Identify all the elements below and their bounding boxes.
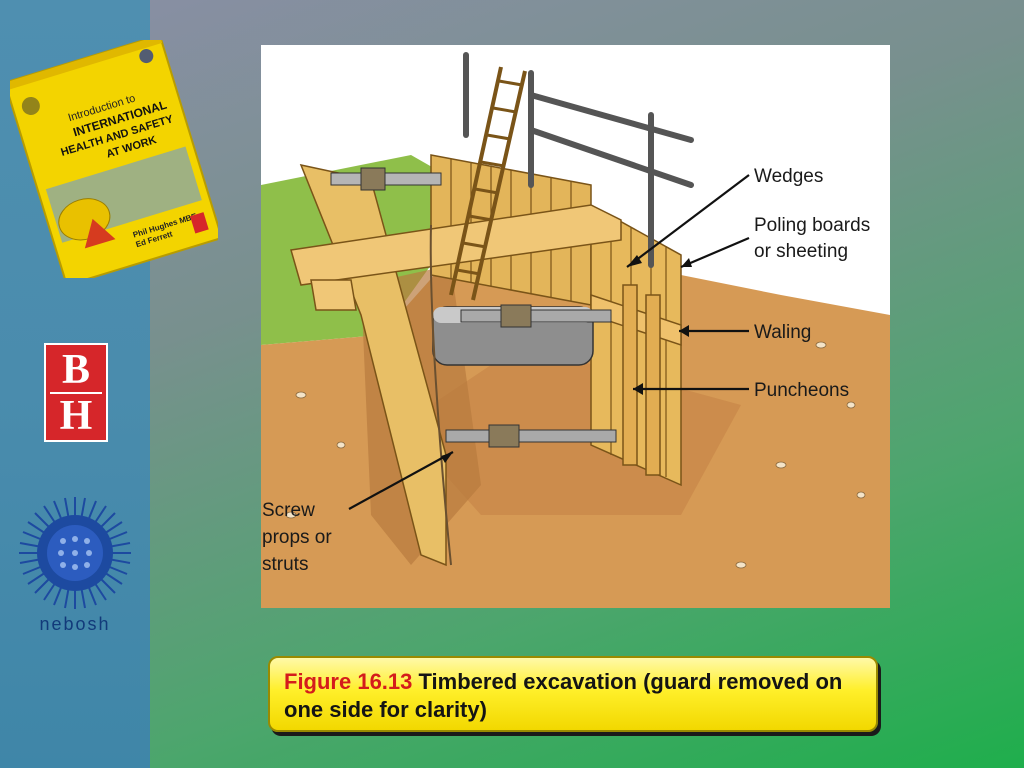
screw-prop-upper (460, 304, 612, 328)
ground-pebbles (285, 341, 866, 569)
bh-logo-letter-h: H (59, 393, 93, 439)
label-leader-lines (348, 174, 750, 510)
nebosh-logo-text: nebosh (39, 614, 111, 634)
label-screw-line1: Screw (262, 500, 315, 521)
label-waling: Waling (754, 322, 811, 343)
excavation-diagram: Wedges Poling boards or sheeting Waling … (261, 45, 890, 608)
figure-caption-text: Timbered excavation (guard removed on on… (284, 669, 843, 722)
kicker-board (310, 279, 357, 311)
puncheon-2 (645, 294, 661, 476)
nebosh-logo-icon (18, 496, 132, 636)
label-screw-line2: props or (262, 527, 332, 548)
label-poling-line2: or sheeting (754, 241, 848, 262)
bh-logo-letter-b: B (61, 347, 90, 393)
guard-rail (463, 52, 694, 268)
bh-logo-divider (50, 392, 102, 394)
screw-prop-top (330, 167, 442, 191)
label-puncheons: Puncheons (754, 380, 849, 401)
figure-caption: Figure 16.13 Timbered excavation (guard … (284, 668, 862, 724)
sidebar: Introduction to INTERNATIONAL HEALTH AND… (0, 0, 224, 768)
figure-number: Figure 16.13 (284, 669, 413, 694)
label-wedges: Wedges (754, 166, 823, 187)
book-cover: Introduction to INTERNATIONAL HEALTH AND… (3, 33, 224, 287)
waling-beam (290, 204, 622, 286)
rope (429, 224, 452, 566)
screw-prop-lower (445, 424, 617, 448)
puncheon-1 (622, 284, 638, 466)
ladder (449, 66, 527, 301)
bh-logo-icon: B H (44, 343, 108, 442)
figure-caption-box: Figure 16.13 Timbered excavation (guard … (268, 656, 878, 732)
label-screw-line3: struts (262, 554, 308, 575)
label-poling-line1: Poling boards (754, 215, 870, 236)
